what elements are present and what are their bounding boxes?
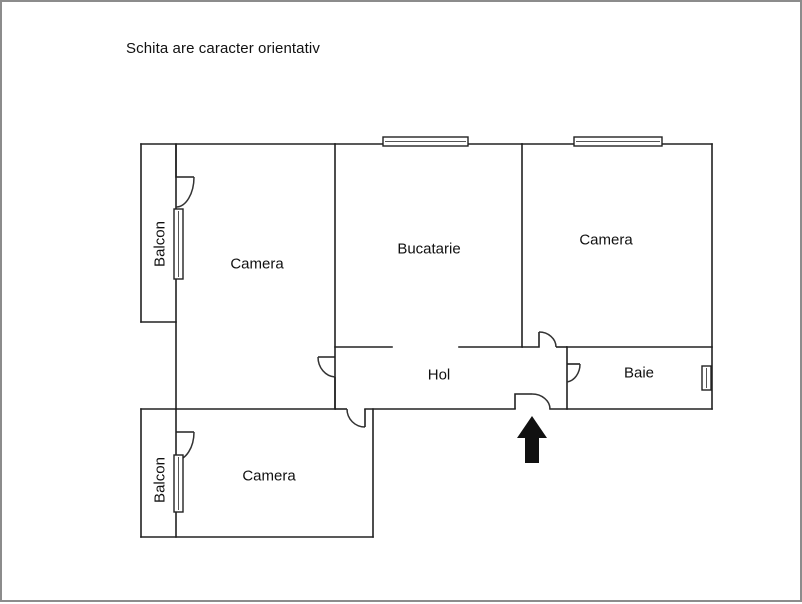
room-label-camera-top-right: Camera [579,231,633,249]
window-bucatarie [382,136,469,147]
door-hol-baie [566,363,581,383]
room-label-bucatarie: Bucatarie [397,240,461,258]
room-label-balcon-bottom: Balcon [151,457,169,503]
room-label-hol: Hol [427,366,451,384]
window-camera-topright [573,136,663,147]
room-label-camera-top-left: Camera [230,255,284,273]
doors [175,144,581,461]
room-label-baie: Baie [623,364,655,382]
window-balcon-top [173,208,184,280]
interior-walls [334,143,713,410]
door-hol-camera-bottom [335,408,366,428]
room-label-balcon-top: Balcon [151,221,169,267]
window-balcon-bottom [173,454,184,513]
door-main-entrance [514,393,551,410]
door-hol-camera-topright [522,331,567,348]
door-camera-topleft-hol [317,356,336,409]
page-title: Schita are caracter orientativ [126,40,320,57]
room-label-camera-bottom: Camera [242,467,296,485]
entrance-arrow-icon [517,416,547,463]
exterior-walls [140,143,713,538]
windows [173,136,712,513]
window-baie [701,365,712,391]
door-balcon-top [175,144,195,208]
